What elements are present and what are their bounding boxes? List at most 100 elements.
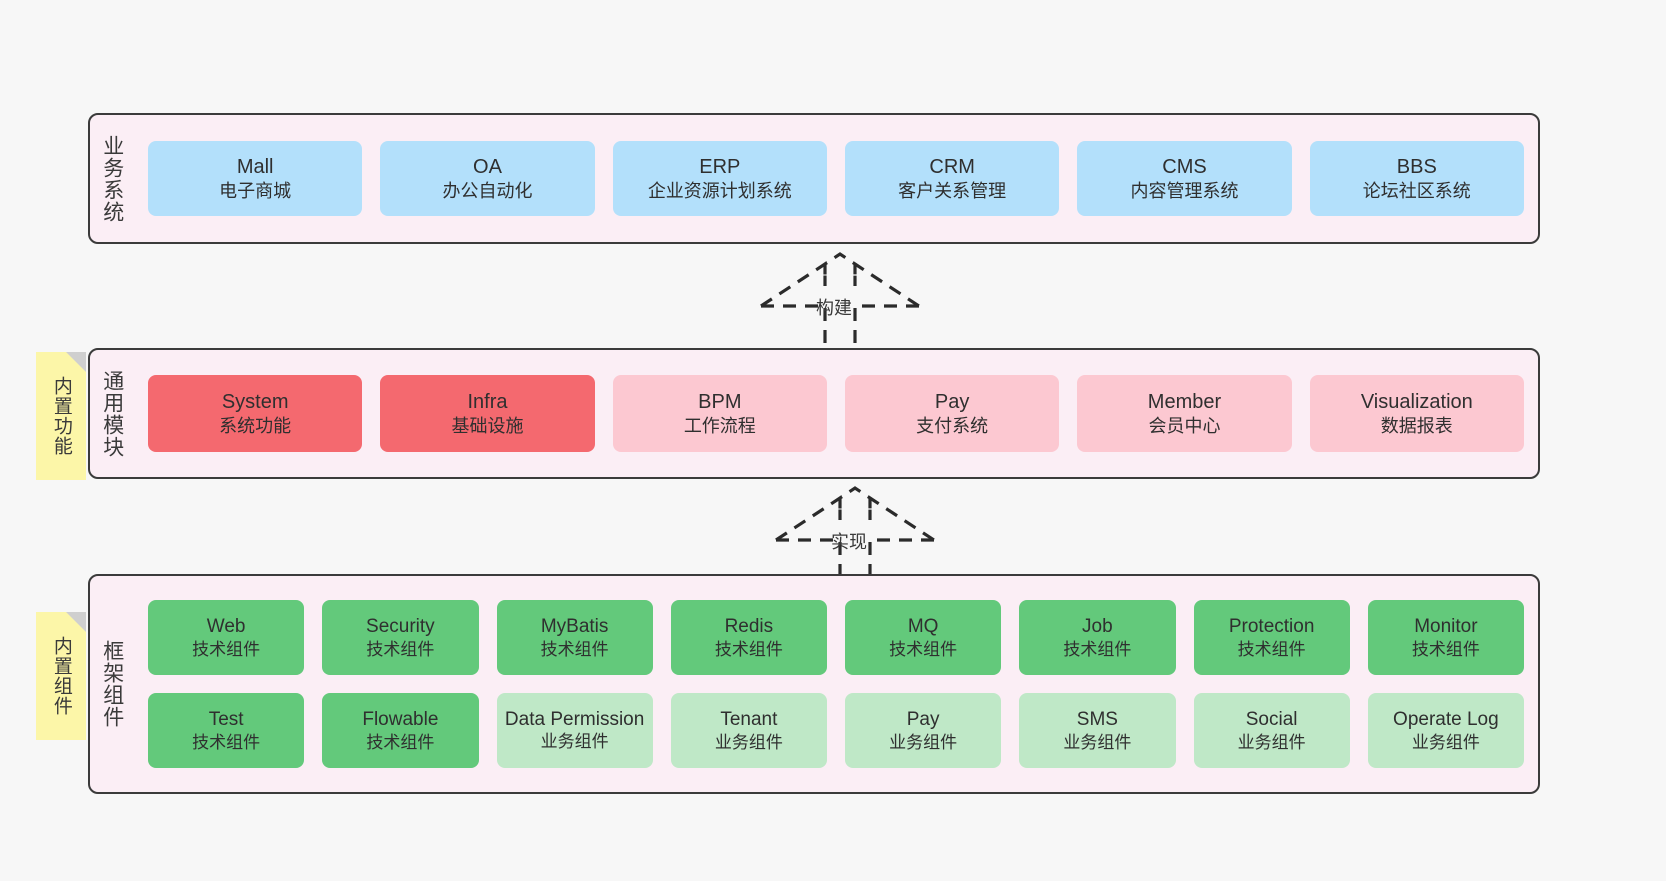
sticky-note-text: 内置组件 <box>50 636 72 716</box>
common-modules-row: System 系统功能 Infra 基础设施 BPM 工作流程 Pay 支付系统… <box>148 375 1524 452</box>
module-card-infra[interactable]: Infra 基础设施 <box>380 375 595 452</box>
arrow-implement-icon <box>775 486 935 584</box>
card-title: BPM <box>698 390 742 413</box>
card-subtitle: 内容管理系统 <box>1130 180 1239 201</box>
arrow-build-label: 构建 <box>816 298 852 318</box>
business-card-oa[interactable]: OA 办公自动化 <box>380 141 595 216</box>
framework-card-web[interactable]: Web 技术组件 <box>148 600 305 675</box>
sticky-note-text: 内置功能 <box>50 376 72 456</box>
module-card-system[interactable]: System 系统功能 <box>148 375 363 452</box>
card-title: Member <box>1147 390 1222 413</box>
sticky-fold-corner-icon <box>66 612 86 632</box>
sticky-note-builtin-features: 内置功能 <box>36 352 86 480</box>
card-title: ERP <box>699 155 741 178</box>
card-title: MyBatis <box>540 615 609 637</box>
card-title: Operate Log <box>1393 708 1499 730</box>
business-card-crm[interactable]: CRM 客户关系管理 <box>844 141 1060 216</box>
card-subtitle: 业务组件 <box>714 732 783 752</box>
card-subtitle: 系统功能 <box>219 415 292 436</box>
layer-common-modules: 通用模块 System 系统功能 Infra 基础设施 BPM 工作流程 Pay… <box>88 348 1540 479</box>
card-title: Protection <box>1228 615 1315 637</box>
card-subtitle: 会员中心 <box>1148 415 1221 436</box>
layer-body-business-systems: Mall 电子商城 OA 办公自动化 ERP 企业资源计划系统 CRM 客户关系… <box>134 115 1538 242</box>
framework-card-operate-log[interactable]: Operate Log 业务组件 <box>1367 693 1524 768</box>
business-card-bbs[interactable]: BBS 论坛社区系统 <box>1309 141 1524 216</box>
card-title: CRM <box>929 155 975 178</box>
card-subtitle: 电子商城 <box>219 180 292 201</box>
framework-card-redis[interactable]: Redis 技术组件 <box>670 600 827 675</box>
card-title: Infra <box>467 390 508 413</box>
card-title: Data Permission <box>504 708 645 730</box>
card-subtitle: 技术组件 <box>714 639 783 659</box>
card-title: Monitor <box>1414 615 1478 637</box>
card-subtitle: 技术组件 <box>889 639 958 659</box>
framework-card-mybatis[interactable]: MyBatis 技术组件 <box>496 600 653 675</box>
framework-card-social[interactable]: Social 业务组件 <box>1193 693 1350 768</box>
card-title: Job <box>1082 615 1113 637</box>
arrow-implement-label: 实现 <box>831 532 867 552</box>
card-title: BBS <box>1396 155 1437 178</box>
card-title: Pay <box>934 390 970 413</box>
layer-label-common-modules: 通用模块 <box>100 369 124 458</box>
card-title: Web <box>206 615 246 637</box>
framework-card-tenant[interactable]: Tenant 业务组件 <box>670 693 827 768</box>
card-subtitle: 支付系统 <box>916 415 989 436</box>
layer-body-common-modules: System 系统功能 Infra 基础设施 BPM 工作流程 Pay 支付系统… <box>134 350 1538 477</box>
card-subtitle: 客户关系管理 <box>898 180 1007 201</box>
card-subtitle: 技术组件 <box>1237 639 1306 659</box>
business-card-cms[interactable]: CMS 内容管理系统 <box>1077 141 1292 216</box>
card-subtitle: 办公自动化 <box>442 180 533 201</box>
layer-body-framework-components: Web 技术组件 Security 技术组件 MyBatis 技术组件 Redi… <box>134 576 1538 792</box>
card-subtitle: 业务组件 <box>1063 732 1132 752</box>
arrow-implement: 实现 <box>770 486 940 584</box>
sticky-note-builtin-components: 内置组件 <box>36 612 86 740</box>
layer-framework-components: 框架组件 Web 技术组件 Security 技术组件 MyBatis 技术组件… <box>88 574 1540 794</box>
card-title: System <box>221 390 289 413</box>
framework-card-mq[interactable]: MQ 技术组件 <box>845 600 1002 675</box>
card-title: Test <box>208 708 244 730</box>
card-subtitle: 技术组件 <box>540 639 609 659</box>
layer-label-business-systems: 业务系统 <box>100 134 124 223</box>
module-card-visualization[interactable]: Visualization 数据报表 <box>1309 375 1524 452</box>
card-title: OA <box>473 155 502 178</box>
card-title: Mall <box>236 155 274 178</box>
card-title: Flowable <box>362 708 439 730</box>
framework-card-data-permission[interactable]: Data Permission 业务组件 <box>496 693 653 768</box>
card-title: SMS <box>1076 708 1118 730</box>
card-title: CMS <box>1162 155 1207 178</box>
card-subtitle: 数据报表 <box>1380 415 1453 436</box>
module-card-member[interactable]: Member 会员中心 <box>1077 375 1292 452</box>
framework-card-test[interactable]: Test 技术组件 <box>148 693 305 768</box>
layer-business-systems: 业务系统 Mall 电子商城 OA 办公自动化 ERP 企业资源计划系统 CRM… <box>88 113 1540 244</box>
framework-card-flowable[interactable]: Flowable 技术组件 <box>322 693 479 768</box>
card-title: Pay <box>906 708 940 730</box>
card-subtitle: 技术组件 <box>1411 639 1480 659</box>
module-card-bpm[interactable]: BPM 工作流程 <box>612 375 827 452</box>
card-subtitle: 基础设施 <box>451 415 524 436</box>
card-subtitle: 业务组件 <box>889 732 958 752</box>
business-card-mall[interactable]: Mall 电子商城 <box>148 141 363 216</box>
module-card-pay[interactable]: Pay 支付系统 <box>844 375 1060 452</box>
card-subtitle: 业务组件 <box>1237 732 1306 752</box>
arrow-build-icon <box>760 252 920 350</box>
card-subtitle: 技术组件 <box>1063 639 1132 659</box>
card-title: Social <box>1245 708 1298 730</box>
layer-label-framework-components: 框架组件 <box>100 640 124 728</box>
framework-card-protection[interactable]: Protection 技术组件 <box>1193 600 1350 675</box>
framework-card-pay[interactable]: Pay 业务组件 <box>845 693 1002 768</box>
card-subtitle: 企业资源计划系统 <box>647 180 792 201</box>
framework-row-business: Test 技术组件 Flowable 技术组件 Data Permission … <box>148 693 1524 768</box>
card-title: Security <box>366 615 435 637</box>
framework-card-job[interactable]: Job 技术组件 <box>1019 600 1176 675</box>
card-title: MQ <box>907 615 939 637</box>
card-subtitle: 技术组件 <box>366 732 435 752</box>
card-title: Redis <box>724 615 774 637</box>
framework-card-monitor[interactable]: Monitor 技术组件 <box>1367 600 1524 675</box>
business-card-erp[interactable]: ERP 企业资源计划系统 <box>612 141 827 216</box>
framework-card-security[interactable]: Security 技术组件 <box>322 600 479 675</box>
framework-card-sms[interactable]: SMS 业务组件 <box>1019 693 1176 768</box>
arrow-build: 构建 <box>755 252 925 350</box>
card-subtitle: 技术组件 <box>366 639 435 659</box>
business-systems-row: Mall 电子商城 OA 办公自动化 ERP 企业资源计划系统 CRM 客户关系… <box>148 141 1524 216</box>
card-subtitle: 论坛社区系统 <box>1362 180 1471 201</box>
